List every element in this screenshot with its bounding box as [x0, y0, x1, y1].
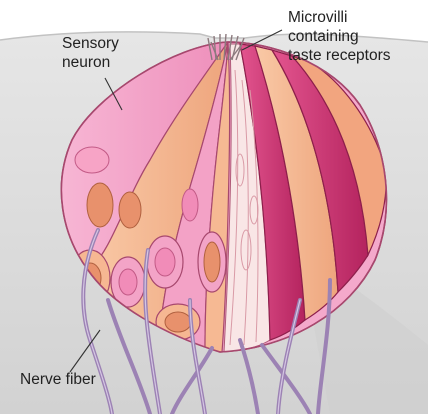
microvilli-label-line3: taste receptors	[288, 46, 428, 65]
sensory-neuron-label: Sensory neuron	[62, 34, 152, 72]
microvilli-label-line2: containing	[288, 27, 428, 46]
microvilli-label: Microvilli containing taste receptors	[288, 8, 428, 65]
nerve-fiber-label: Nerve fiber	[20, 370, 130, 389]
sensory-neuron-label-line2: neuron	[62, 53, 152, 72]
sensory-neuron-label-line1: Sensory	[62, 34, 152, 53]
nerve-fiber-label-text: Nerve fiber	[20, 370, 130, 389]
microvilli-label-line1: Microvilli	[288, 8, 428, 27]
